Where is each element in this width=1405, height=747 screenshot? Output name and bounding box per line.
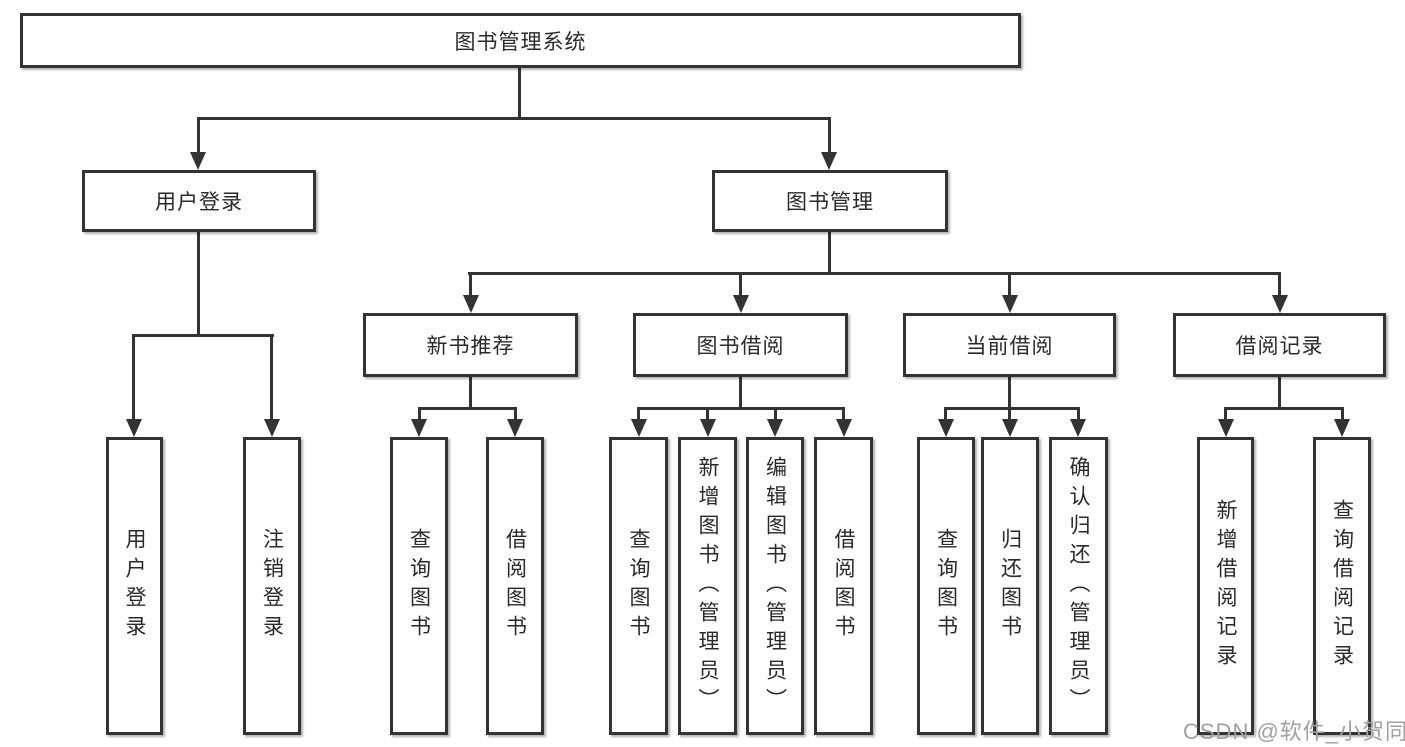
connector-line [637,407,640,421]
connector-arrow [938,419,954,437]
connector-arrow [1002,295,1018,313]
node-user-login: 用户登录 [82,170,316,232]
connector-arrow [264,419,280,437]
node-current-borrowing: 当前借阅 [903,313,1116,377]
connector-arrow [1218,419,1234,437]
connector-arrow [821,152,837,170]
connector-line [1224,407,1227,421]
node-nb-query-books: 查询图书 [390,437,448,735]
node-br-add-record: 新增借阅记录 [1197,437,1254,735]
node-label: 图书管理 [786,191,874,214]
connector-line [1341,407,1344,421]
node-label: 编辑图书（管理员） [763,455,787,717]
connector-line [1278,375,1281,409]
connector-line [197,117,831,120]
node-new-book-recommend: 新书推荐 [363,313,578,377]
connector-line [132,334,135,421]
node-label: 用户登录 [155,191,243,214]
connector-arrow [836,419,852,437]
connector-arrow [1070,419,1086,437]
node-label: 归还图书 [998,528,1022,644]
node-label: 查询图书 [934,528,958,644]
connector-arrow [767,419,783,437]
connector-line [842,407,845,421]
node-label: 借阅图书 [503,528,527,644]
connector-line [944,407,1080,410]
connector-arrow [733,295,749,313]
connector-line [418,407,517,410]
node-label: 图书借阅 [696,335,785,358]
node-cb-query-books: 查询图书 [917,437,975,735]
connector-arrow [126,419,142,437]
connector-arrow [507,419,523,437]
connector-arrow [190,152,206,170]
connector-line [469,272,472,297]
node-label: 新增借阅记录 [1214,499,1237,673]
connector-line [828,230,831,275]
connector-arrow [411,419,427,437]
node-label: 图书管理系统 [454,30,587,54]
connector-line [468,272,1281,275]
node-bb-add-books-admin: 新增图书（管理员） [678,437,737,735]
node-book-borrowing: 图书借阅 [633,313,848,377]
connector-line [1224,407,1344,410]
node-label: 借阅记录 [1235,335,1324,358]
connector-line [739,375,742,409]
node-cb-confirm-return-admin: 确认归还（管理员） [1049,437,1108,735]
node-bb-edit-books-admin: 编辑图书（管理员） [746,437,804,735]
node-cb-return-books: 归还图书 [981,437,1039,735]
connector-line [1077,407,1080,421]
watermark: CSDN @软件_小贺同学 [1183,719,1405,744]
node-br-query-record: 查询借阅记录 [1313,437,1371,735]
node-label: 当前借阅 [965,335,1054,358]
connector-arrow [1272,295,1288,313]
connector-line [514,407,517,421]
connector-line [1008,407,1011,421]
connector-arrow [631,419,647,437]
connector-line [944,407,947,421]
connector-line [706,407,709,421]
node-label: 新增图书（管理员） [696,455,719,717]
connector-line [270,334,273,421]
node-login: 用户登录 [106,437,163,735]
connector-line [774,407,777,421]
connector-line [739,272,742,297]
connector-line [1008,375,1011,409]
connector-line [1008,272,1011,297]
node-bb-query-books: 查询图书 [609,437,668,735]
connector-line [469,375,472,409]
connector-arrow [1002,419,1018,437]
connector-line [1278,272,1281,297]
node-book-management: 图书管理 [712,170,948,232]
connector-line [418,407,421,421]
node-label: 查询借阅记录 [1330,499,1354,673]
connector-arrow [1334,419,1350,437]
connector-line [197,230,200,337]
connector-arrow [700,419,716,437]
node-label: 查询图书 [627,528,650,644]
connector-line [197,117,200,154]
node-label: 查询图书 [407,528,431,644]
node-library-system: 图书管理系统 [20,13,1021,68]
node-label: 注销登录 [260,528,284,644]
connector-line [132,334,274,337]
node-label: 借阅图书 [832,528,855,644]
node-label: 用户登录 [123,528,146,644]
connector-line [518,68,521,118]
node-label: 新书推荐 [426,335,515,358]
connector-arrow [463,295,479,313]
connector-line [637,407,845,410]
node-logout: 注销登录 [243,437,301,735]
node-label: 确认归还（管理员） [1067,455,1090,717]
connector-line [828,117,831,154]
node-bb-borrow-books: 借阅图书 [814,437,873,735]
node-borrowing-records: 借阅记录 [1173,313,1386,377]
node-nb-borrow-books: 借阅图书 [486,437,544,735]
